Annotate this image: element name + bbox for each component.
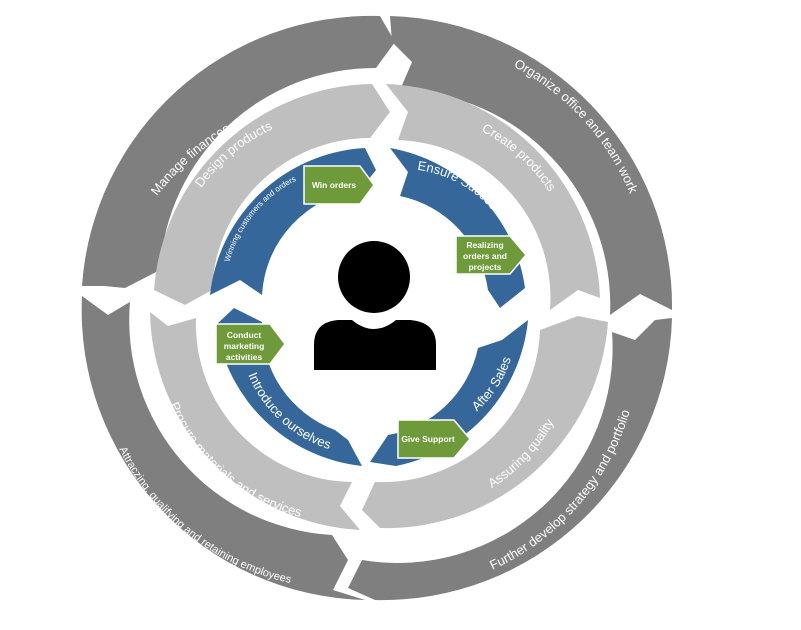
realizing-label-3: projects	[468, 262, 501, 272]
middle-segment-design-products[interactable]	[154, 84, 390, 305]
give-support-label: Give Support	[401, 434, 455, 444]
outer-segment-attracting[interactable]	[81, 296, 366, 600]
middle-segment-assuring-quality[interactable]	[362, 316, 608, 529]
realizing-label-2: orders and	[463, 251, 507, 261]
outer-segment-organize-office[interactable]	[390, 16, 673, 315]
outer-segment-further-develop[interactable]	[348, 318, 672, 601]
person-body	[314, 320, 436, 370]
center-person-icon	[314, 241, 436, 370]
outer-segment-manage-finances[interactable]	[82, 15, 395, 288]
conduct-label-2: marketing	[224, 341, 265, 351]
green-box-conduct-marketing[interactable]: Conduct marketing activities	[215, 323, 286, 365]
middle-segment-procure[interactable]	[150, 312, 360, 530]
win-orders-label: Win orders	[312, 180, 357, 190]
middle-ring	[150, 84, 608, 530]
green-box-realizing[interactable]: Realizing orders and projects	[455, 235, 527, 275]
outer-ring	[81, 15, 673, 601]
green-box-win-orders[interactable]: Win orders	[303, 165, 375, 205]
green-box-give-support[interactable]: Give Support	[397, 419, 471, 459]
middle-segment-create-products[interactable]	[386, 84, 600, 310]
conduct-label-3: activities	[226, 352, 263, 362]
conduct-label-1: Conduct	[227, 330, 262, 340]
person-head	[338, 241, 410, 313]
realizing-label-1: Realizing	[466, 240, 503, 250]
